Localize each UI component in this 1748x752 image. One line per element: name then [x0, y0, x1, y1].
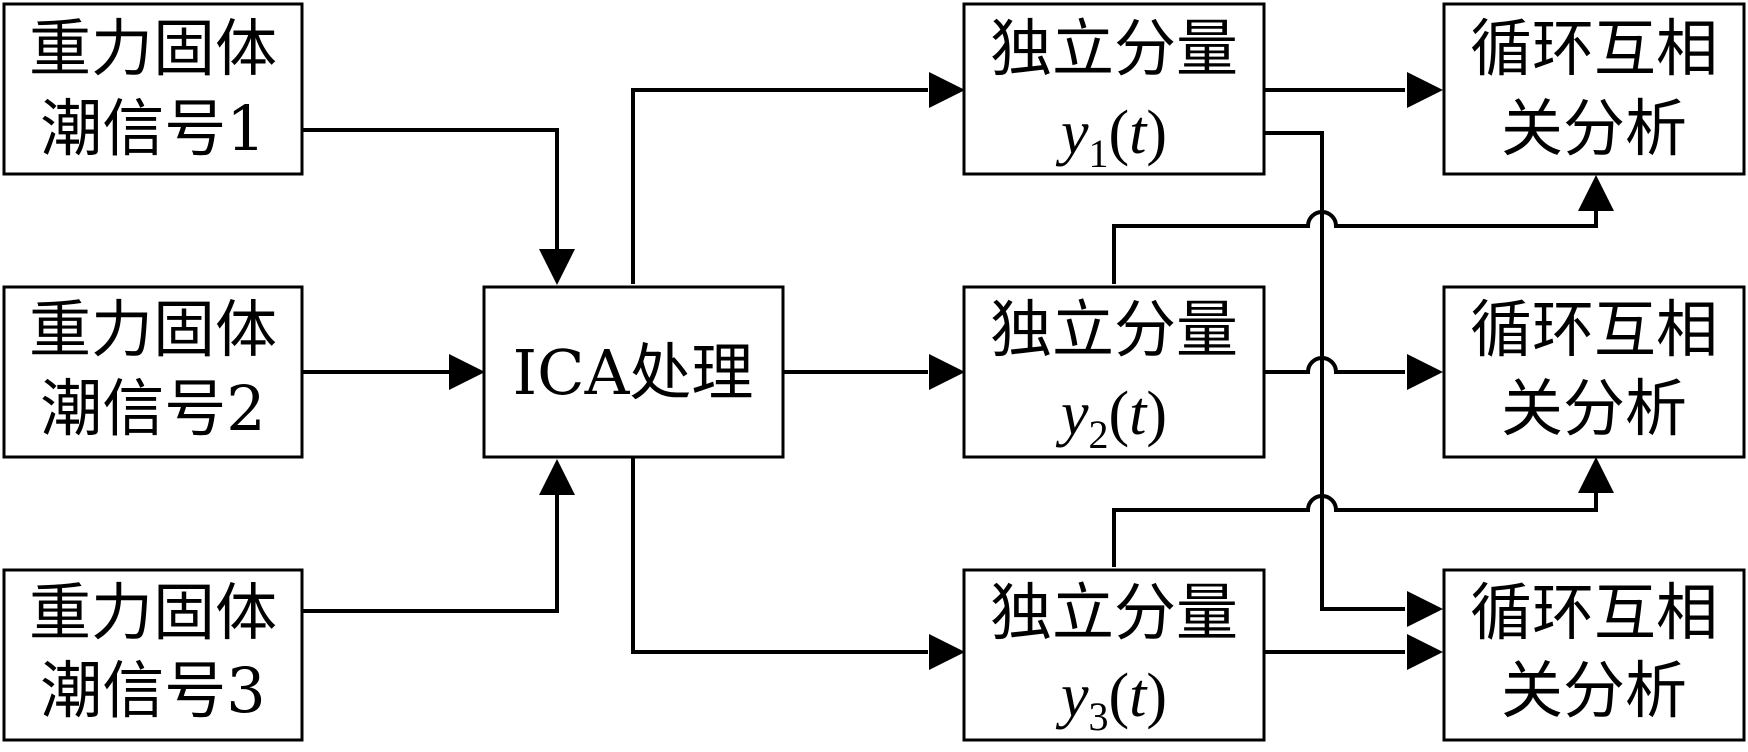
- analysis-line2: 关分析: [1501, 92, 1687, 165]
- input-signal-line1: 重力固体: [29, 576, 277, 649]
- analysis-line1: 循环互相: [1470, 12, 1718, 85]
- component-box-2: 独立分量 y2(t): [962, 285, 1266, 459]
- connector-ica-to-y1: [631, 88, 928, 284]
- connector-input3-to-ica: [302, 495, 559, 613]
- input-signal-line2: 潮信号2: [40, 372, 265, 445]
- input-signal-box-1: 重力固体 潮信号1: [2, 2, 304, 176]
- input-signal-line2: 潮信号3: [40, 654, 265, 727]
- connector-y3-to-analysis2: [1112, 490, 1598, 567]
- arrowhead: [929, 72, 965, 108]
- component-box-3: 独立分量 y3(t): [962, 568, 1266, 742]
- arrowhead: [1407, 591, 1443, 627]
- input-signal-box-3: 重力固体 潮信号3: [2, 568, 304, 742]
- connector-y2-to-analysis2: [1264, 356, 1405, 374]
- arrowhead: [1407, 354, 1443, 390]
- input-signal-line1: 重力固体: [29, 293, 277, 366]
- input-signal-line2: 潮信号1: [40, 92, 265, 165]
- connector-ica-to-y3: [631, 456, 928, 654]
- component-symbol: y1(t): [1055, 99, 1167, 176]
- arrowhead: [929, 634, 965, 670]
- analysis-line1: 循环互相: [1470, 576, 1718, 649]
- connector-input1-to-ica: [302, 128, 559, 250]
- ica-process-label: ICA处理: [513, 336, 754, 409]
- arrowhead: [1407, 634, 1443, 670]
- connector-y1-to-analysis3: [1264, 131, 1405, 611]
- analysis-box-1: 循环互相 关分析: [1442, 2, 1746, 176]
- input-signal-line1: 重力固体: [29, 12, 277, 85]
- analysis-box-3: 循环互相 关分析: [1442, 568, 1746, 742]
- arrowhead: [539, 249, 575, 285]
- analysis-line1: 循环互相: [1470, 293, 1718, 366]
- arrowhead: [539, 459, 575, 495]
- component-title: 独立分量: [990, 12, 1238, 85]
- arrowhead: [1407, 72, 1443, 108]
- connector-y2-to-analysis1: [1112, 208, 1598, 284]
- input-signal-box-2: 重力固体 潮信号2: [2, 285, 304, 459]
- component-title: 独立分量: [990, 293, 1238, 366]
- component-symbol: y2(t): [1055, 380, 1167, 457]
- arrowhead: [1578, 175, 1614, 211]
- analysis-line2: 关分析: [1501, 372, 1687, 445]
- ica-process-box: ICA处理: [482, 285, 785, 459]
- connectors: [302, 88, 1598, 654]
- component-box-1: 独立分量 y1(t): [962, 2, 1266, 176]
- arrowheads: [449, 72, 1614, 670]
- analysis-line2: 关分析: [1501, 654, 1687, 727]
- component-title: 独立分量: [990, 576, 1238, 649]
- component-symbol: y3(t): [1055, 662, 1167, 739]
- arrowhead: [1578, 457, 1614, 493]
- arrowhead: [449, 354, 485, 390]
- analysis-box-2: 循环互相 关分析: [1442, 285, 1746, 459]
- arrowhead: [929, 354, 965, 390]
